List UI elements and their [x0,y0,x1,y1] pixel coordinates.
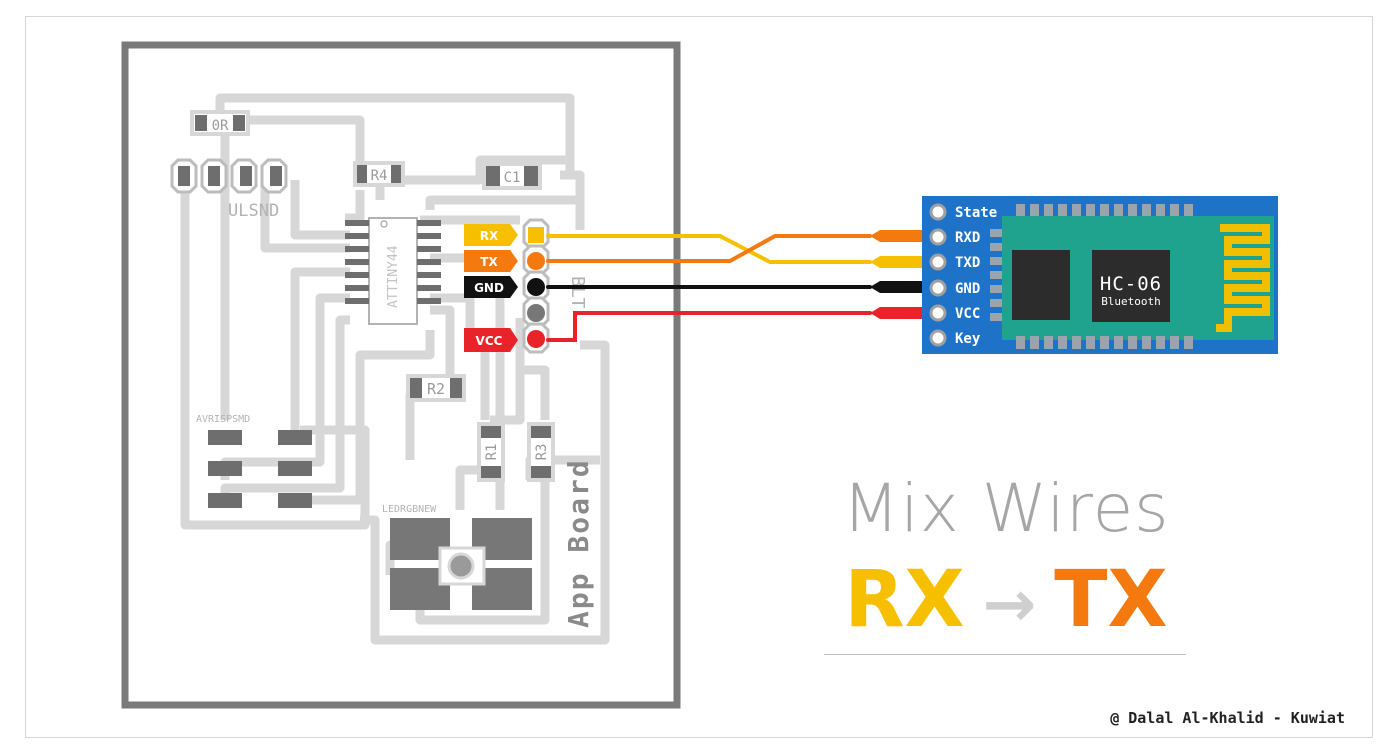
c1-label: C1 [504,170,521,186]
image-frame [25,16,1373,738]
chip-attiny44: ATTINY44 [345,217,441,325]
credit-text: @ Dalal Al-Khalid - Kuwiat [1110,709,1345,727]
jumper-label: 0R [212,118,229,134]
r4-label: R4 [371,168,388,184]
led-label: LEDRGBNEW [382,504,437,515]
pin-state: State [955,205,997,221]
module-subtitle: Bluetooth [1101,295,1161,308]
wire-tx [546,234,872,263]
chip-label: ATTINY44 [386,245,401,308]
hc06-module: HC-06 Bluetooth State RXD TXD GND VCC Ke… [922,196,1278,354]
led-rgb [390,518,532,610]
isp-label: AVRISPSMD [196,414,250,425]
resistor-r3: R3 [527,422,555,482]
antenna-icon [1216,224,1270,332]
resistor-r1: R1 [477,422,505,482]
pcb-outline [121,41,681,709]
wires [546,234,872,342]
header-pads [178,166,282,186]
isp-pads [208,430,312,508]
pin-vcc: VCC [955,306,980,322]
resistor-r4: R4 [353,161,405,187]
tag-gnd: GND [474,281,504,295]
tag-rx: RX [480,229,499,243]
headline-rx: RX [844,555,965,645]
wire-rx [546,234,872,264]
header-label: ULSND [228,201,279,221]
headline-rx-tx: RX→TX [826,555,1186,645]
tag-tx: TX [480,255,498,269]
r2-label: R2 [427,380,445,398]
tag-vcc: VCC [476,334,503,348]
pin-tags: RX TX GND VCC [464,224,518,352]
wire-plugs [870,230,935,319]
r3-label: R3 [534,444,550,461]
bt-header: BLT [522,218,588,354]
pin-txd: TXD [955,255,980,271]
headline-mix-wires: Mix Wires [842,470,1170,547]
pin-key: Key [955,331,981,347]
bt-header-label: BLT [567,276,588,309]
pin-rxd: RXD [955,230,980,246]
arrow-right-icon: → [982,568,1037,642]
resistor-r2: R2 [406,374,466,402]
r1-label: R1 [484,444,500,461]
board-name: App Board [562,458,595,628]
capacitor-c1: C1 [482,162,542,190]
module-name: HC-06 [1100,273,1162,295]
headline-tx: TX [1054,555,1168,645]
divider-line [824,654,1186,655]
pin-gnd: GND [955,281,980,297]
wire-vcc [546,311,872,342]
jumper-0r: 0R [190,110,250,136]
